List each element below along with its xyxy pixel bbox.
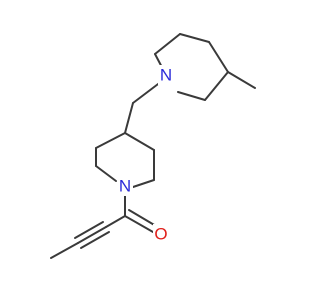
nitrogen-label: N [160,66,172,85]
bond [95,132,126,149]
bond [179,33,210,43]
methylpiperidine-ring [154,33,256,101]
atom-n-bottom: N [117,176,133,196]
piperidine-ring [95,132,155,189]
atom-n-top: N [158,65,174,85]
methyl-terminal-bond [50,242,79,259]
triple-bond-3 [80,231,110,249]
structure-drawing: N N O [50,33,256,259]
carbonyl-bond-2 [128,209,157,227]
bond [95,165,117,182]
triple-bond-1 [77,226,107,244]
bond [154,33,181,55]
bond [129,179,155,189]
chain-bond [105,215,126,228]
bond [124,132,155,151]
triple-bond-2 [74,221,104,239]
oxygen-label: O [154,225,167,244]
carbonyl-bond-1 [124,215,154,233]
methylene-bond [124,102,134,134]
atom-o-carbonyl: O [153,224,170,244]
bond [204,71,229,101]
nitrogen-label: N [119,177,131,196]
bond [177,91,206,101]
bond [208,41,229,73]
methyl-bond [227,71,256,89]
structure-canvas: N N O [50,33,256,259]
